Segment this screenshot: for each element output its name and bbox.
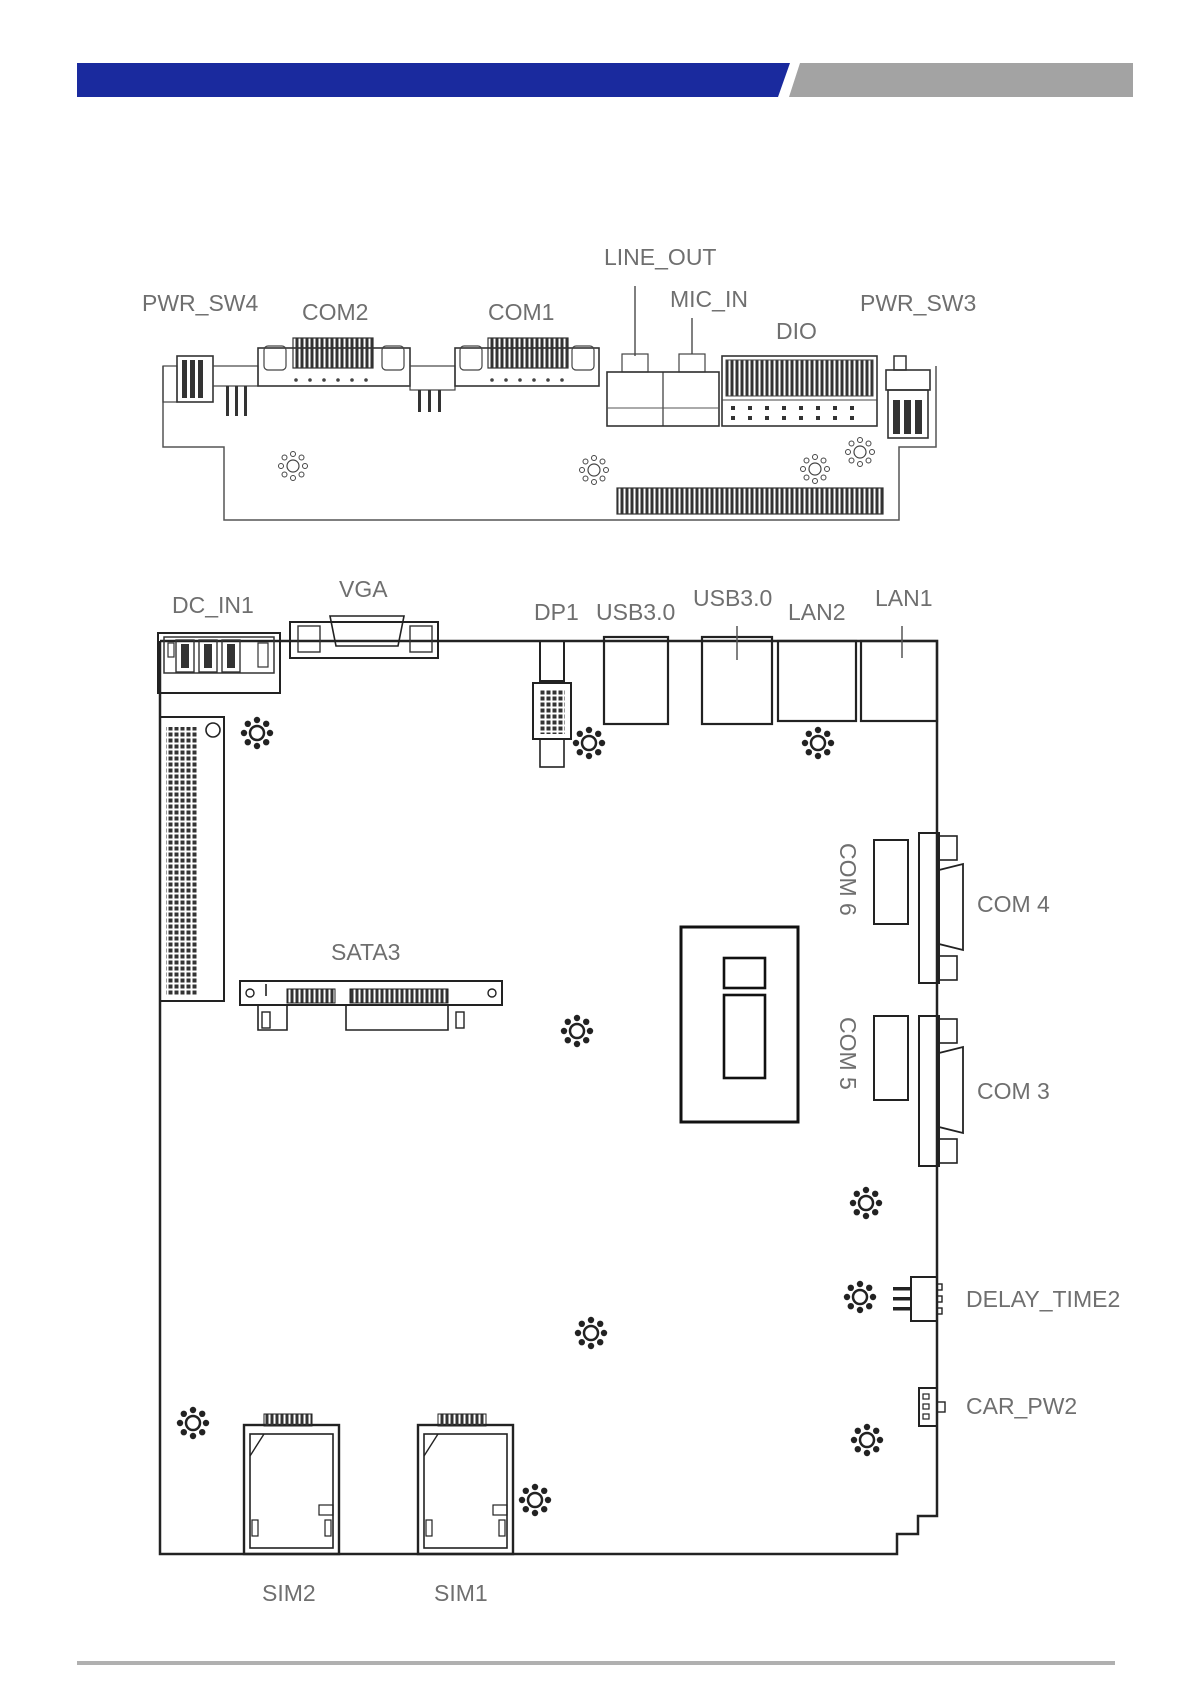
com3-connector bbox=[919, 1016, 963, 1166]
board-to-board-connector bbox=[617, 488, 883, 514]
pwr-sw3-switch bbox=[886, 356, 930, 438]
label-dc-in1: DC_IN1 bbox=[172, 592, 254, 618]
label-dp1: DP1 bbox=[534, 599, 579, 625]
mounting-hole-icon bbox=[850, 1187, 882, 1219]
label-vga: VGA bbox=[339, 576, 388, 602]
delay-time2-jumper bbox=[893, 1277, 942, 1321]
sata3-connector bbox=[240, 981, 502, 1030]
sim2-slot bbox=[244, 1414, 339, 1554]
label-line-out: LINE_OUT bbox=[604, 244, 716, 270]
label-com4: COM 4 bbox=[977, 891, 1050, 917]
label-sim2: SIM2 bbox=[262, 1580, 316, 1606]
vga-connector bbox=[290, 616, 438, 658]
pwr-sw4-switch bbox=[163, 356, 258, 416]
com1-connector bbox=[455, 338, 599, 386]
mounting-hole-icon bbox=[851, 1424, 883, 1456]
mounting-hole-icon bbox=[177, 1407, 209, 1439]
label-sim1: SIM1 bbox=[434, 1580, 488, 1606]
label-usb30-1: USB3.0 bbox=[596, 599, 675, 625]
mounting-hole-icon bbox=[241, 717, 273, 749]
mounting-hole-icon bbox=[279, 452, 308, 481]
com6-header bbox=[874, 840, 908, 924]
com2-connector bbox=[258, 338, 410, 386]
label-lan2: LAN2 bbox=[788, 599, 846, 625]
label-sata3: SATA3 bbox=[331, 939, 400, 965]
label-pwr-sw3: PWR_SW3 bbox=[860, 290, 976, 316]
car-pw2-header bbox=[919, 1388, 945, 1426]
label-com6: COM 6 bbox=[835, 843, 861, 916]
label-mic-in: MIC_IN bbox=[670, 286, 748, 312]
cpu-chip bbox=[681, 927, 798, 1122]
mounting-hole-icon bbox=[802, 727, 834, 759]
label-com3: COM 3 bbox=[977, 1078, 1050, 1104]
com5-header bbox=[874, 1016, 908, 1100]
com4-connector bbox=[919, 833, 963, 983]
header-secondary-bar bbox=[789, 63, 1133, 97]
label-com1: COM1 bbox=[488, 299, 554, 325]
label-lan1: LAN1 bbox=[875, 585, 933, 611]
mounting-hole-icon bbox=[573, 727, 605, 759]
footer-rule bbox=[77, 1661, 1115, 1665]
dio-header bbox=[722, 356, 877, 426]
label-delay-time2: DELAY_TIME2 bbox=[966, 1286, 1120, 1312]
mounting-hole-icon bbox=[575, 1317, 607, 1349]
lan1-port bbox=[861, 626, 937, 721]
mounting-hole-icon bbox=[801, 455, 830, 484]
label-pwr-sw4: PWR_SW4 bbox=[142, 290, 259, 316]
mounting-hole-icon bbox=[844, 1281, 876, 1313]
dp1-connector bbox=[533, 641, 571, 767]
label-dio: DIO bbox=[776, 318, 817, 344]
edge-slot-connector bbox=[160, 717, 224, 1001]
mounting-hole-icon bbox=[846, 438, 875, 467]
label-usb30-2: USB3.0 bbox=[693, 585, 772, 611]
sim1-slot bbox=[418, 1414, 513, 1554]
label-com2: COM2 bbox=[302, 299, 368, 325]
label-car-pw2: CAR_PW2 bbox=[966, 1393, 1077, 1419]
mounting-hole-icon bbox=[519, 1484, 551, 1516]
mounting-hole-icon bbox=[580, 456, 609, 485]
mounting-hole-icon bbox=[561, 1015, 593, 1047]
usb30-port-1 bbox=[604, 637, 668, 724]
label-com5: COM 5 bbox=[835, 1017, 861, 1090]
header-primary-bar bbox=[77, 63, 790, 97]
lan2-port bbox=[778, 641, 856, 721]
